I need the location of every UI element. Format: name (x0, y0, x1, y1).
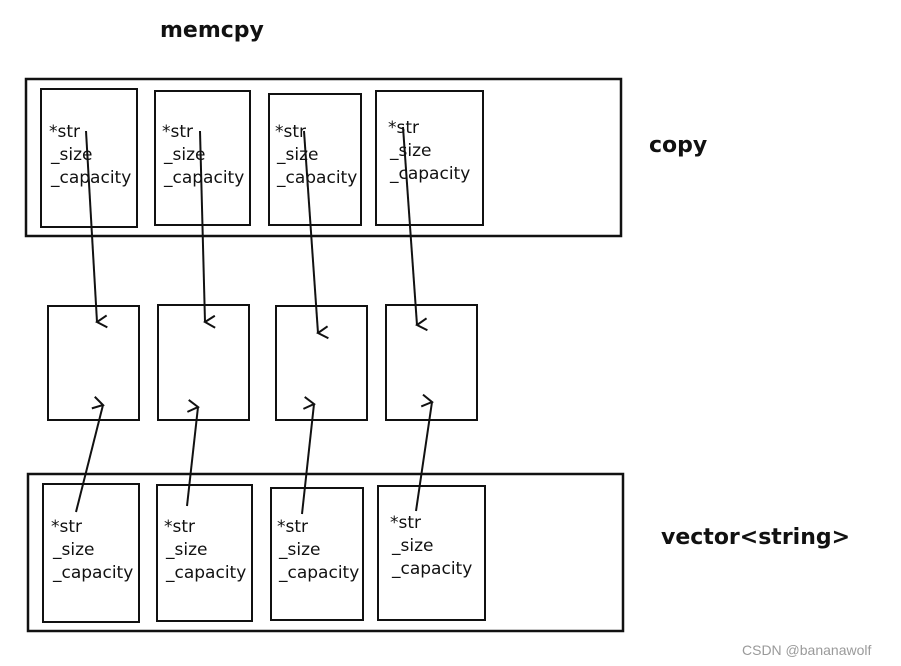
field-size: _size (165, 540, 207, 560)
field-size: _size (278, 540, 320, 560)
field-capacity: _capacity (50, 168, 131, 188)
field-size: _size (276, 145, 318, 165)
vector-pointer-arrow-1 (75, 396, 105, 513)
watermark: CSDN @bananawolf (742, 642, 871, 658)
copy-string-object-3: *str _size _capacity (268, 93, 362, 226)
copy-string-object-2: *str _size _capacity (154, 90, 251, 226)
vector-string-object-4: *str _size _capacity (377, 485, 486, 621)
field-capacity: _capacity (276, 168, 357, 188)
field-size: _size (389, 141, 431, 161)
vector-pointer-arrow-2 (186, 399, 200, 507)
heap-buffer-4 (385, 304, 478, 421)
field-capacity: _capacity (278, 563, 359, 583)
field-str: *str (49, 122, 80, 142)
field-size: _size (52, 540, 94, 560)
field-size: _size (163, 145, 205, 165)
heap-buffer-2 (157, 304, 250, 421)
vector-string-object-3: *str _size _capacity (270, 487, 364, 621)
vector-label: vector<string> (661, 525, 850, 550)
copy-container (24, 77, 623, 238)
field-str: *str (275, 122, 306, 142)
copy-pointer-arrow-2 (199, 130, 216, 329)
field-capacity: _capacity (163, 168, 244, 188)
field-str: *str (51, 517, 82, 537)
field-str: *str (162, 122, 193, 142)
vector-pointer-arrow-3 (301, 396, 316, 515)
copy-label: copy (649, 133, 707, 158)
copy-string-object-4: *str _size _capacity (375, 90, 484, 226)
field-str: *str (164, 517, 195, 537)
copy-pointer-arrow-1 (85, 130, 108, 329)
diagram-title: memcpy (160, 18, 264, 43)
vector-pointer-arrow-4 (415, 393, 434, 512)
heap-buffer-3 (275, 305, 368, 421)
field-str: *str (277, 517, 308, 537)
field-capacity: _capacity (52, 563, 133, 583)
vector-string-object-1: *str _size _capacity (42, 483, 140, 623)
copy-string-object-1: *str _size _capacity (40, 88, 138, 228)
copy-pointer-arrow-3 (303, 130, 329, 340)
vector-container (26, 472, 625, 633)
copy-pointer-arrow-4 (402, 126, 428, 332)
field-size: _size (50, 145, 92, 165)
field-str: *str (390, 513, 421, 533)
field-capacity: _capacity (391, 559, 472, 579)
heap-buffer-1 (47, 305, 140, 421)
field-capacity: _capacity (389, 164, 470, 184)
field-capacity: _capacity (165, 563, 246, 583)
vector-string-object-2: *str _size _capacity (156, 484, 253, 622)
field-size: _size (391, 536, 433, 556)
